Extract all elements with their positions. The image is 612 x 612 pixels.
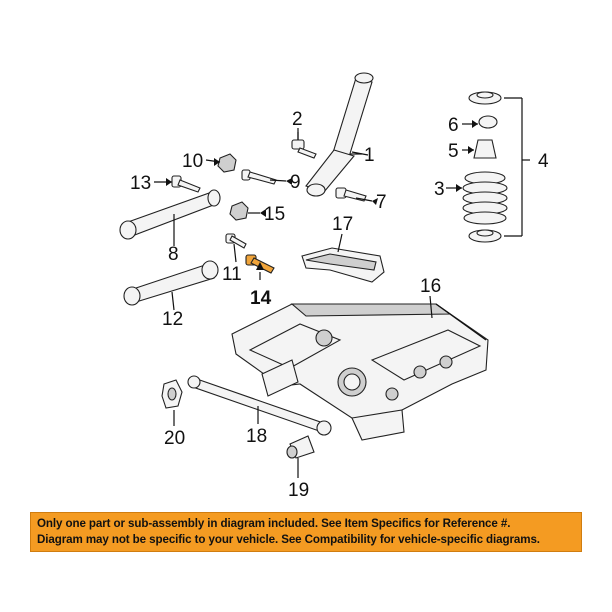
callout-6: 6 <box>448 115 459 136</box>
callout-16: 16 <box>420 276 441 297</box>
bolt-part-14-highlighted <box>245 254 275 280</box>
callout-arrows <box>166 120 478 270</box>
bushing-part-20 <box>161 379 183 409</box>
bushing-part-19 <box>286 435 315 459</box>
callout-1: 1 <box>364 145 375 166</box>
disclaimer-line-2: Diagram may not be specific to your vehi… <box>37 533 540 546</box>
callout-2: 2 <box>292 109 303 130</box>
callout-5: 5 <box>448 141 459 162</box>
disclaimer-banner: Only one part or sub-assembly in diagram… <box>30 512 582 552</box>
callout-9: 9 <box>290 172 301 193</box>
callout-10: 10 <box>182 151 203 172</box>
callout-15: 15 <box>264 204 285 225</box>
callout-19: 19 <box>288 480 309 501</box>
upper-control-arm-part-8 <box>119 189 221 240</box>
jounce-bumper-part-5 <box>473 139 497 159</box>
nut-part-15 <box>229 201 249 221</box>
shock-absorber-part-1 <box>305 72 374 197</box>
track-bar-part-18 <box>187 375 332 436</box>
bracket-part-4 <box>504 97 530 237</box>
callout-3: 3 <box>434 179 445 200</box>
callout-8: 8 <box>168 244 179 265</box>
callout-7: 7 <box>376 192 387 213</box>
crossmember-part-16 <box>231 303 489 441</box>
callout-18: 18 <box>246 426 267 447</box>
lower-control-arm-part-12 <box>123 260 219 306</box>
bracket-part-17 <box>301 247 385 283</box>
callout-11: 11 <box>222 264 242 285</box>
callout-14: 14 <box>250 288 272 309</box>
nut-part-10 <box>217 153 237 173</box>
bolt-part-9 <box>241 169 277 185</box>
callout-20: 20 <box>164 428 185 449</box>
coil-spring-part-3 <box>462 171 508 225</box>
spacer-part-6 <box>478 115 498 129</box>
bolt-part-2 <box>291 128 317 159</box>
upper-insulator-part-4 <box>468 91 502 105</box>
callout-4: 4 <box>538 151 549 172</box>
bolt-part-11 <box>225 233 247 249</box>
lower-insulator-part-4 <box>468 229 502 243</box>
disclaimer-line-1: Only one part or sub-assembly in diagram… <box>37 517 511 530</box>
callout-12: 12 <box>162 309 183 330</box>
callout-17: 17 <box>332 214 353 235</box>
callout-13: 13 <box>130 173 151 194</box>
bolt-part-13 <box>171 175 201 193</box>
